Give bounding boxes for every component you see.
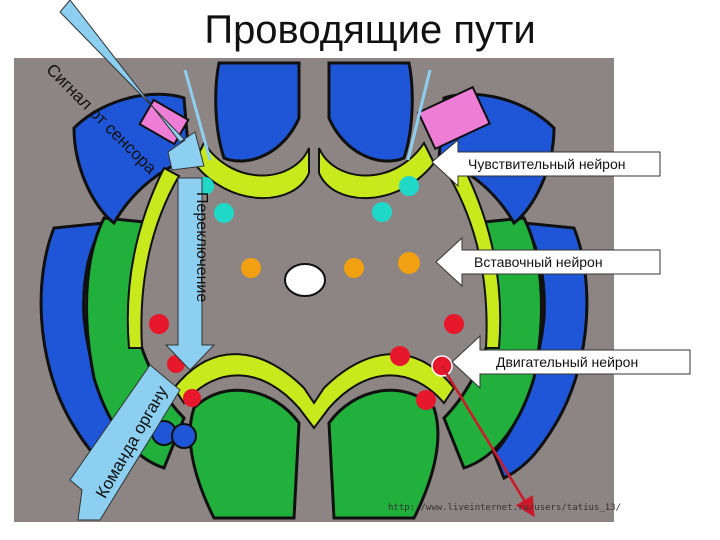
sensory-neuron-label: Чувствительный нейрон: [468, 156, 626, 172]
motor-neuron-label: Двигательный нейрон: [496, 354, 639, 370]
page-title: Проводящие пути: [204, 8, 536, 52]
interneuron-label: Вставочный нейрон: [474, 254, 603, 270]
switching-label: Переключение: [193, 192, 210, 303]
source-watermark: http://www.liveinternet.ru/users/tatius_…: [388, 503, 621, 513]
